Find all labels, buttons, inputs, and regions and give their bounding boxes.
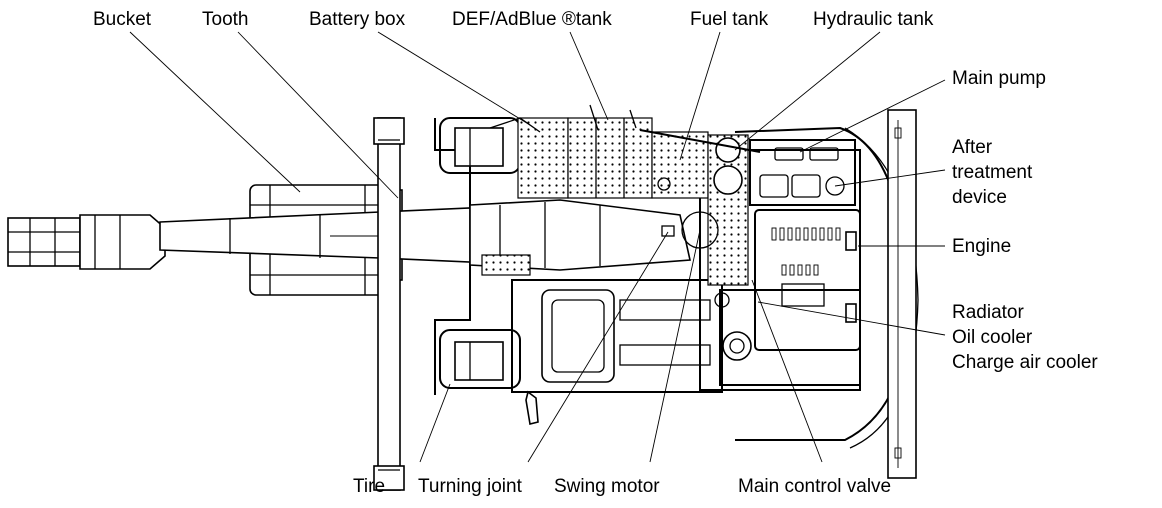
- swing-circle: [481, 211, 719, 276]
- machine-drawing: [7, 104, 919, 491]
- label-main-control-valve: Main control valve: [738, 476, 891, 497]
- label-main-pump: Main pump: [952, 68, 1046, 89]
- engine: [754, 209, 861, 351]
- fuel-tank: [651, 131, 709, 199]
- label-after-treatment-line3: device: [952, 187, 1007, 208]
- label-bucket: Bucket: [93, 9, 152, 30]
- leader-tire: [419, 383, 451, 463]
- tires: [454, 127, 539, 425]
- leader-lines: [129, 31, 946, 463]
- label-hydraulic-tank: Hydraulic tank: [813, 9, 934, 30]
- leader-swing-motor: [649, 229, 701, 463]
- label-after-treatment-line1: After: [952, 137, 993, 158]
- leader-tooth: [237, 31, 399, 199]
- def-tank: [567, 104, 653, 199]
- label-tire: Tire: [353, 476, 385, 497]
- label-swing-motor: Swing motor: [554, 476, 660, 497]
- label-oil-cooler: Oil cooler: [952, 327, 1033, 348]
- leader-main-pump: [799, 79, 946, 153]
- label-tooth: Tooth: [202, 9, 248, 30]
- leader-main-control-valve: [751, 279, 823, 463]
- boom-support: [373, 117, 405, 491]
- leader-turning-joint: [527, 231, 669, 463]
- counterweight: [734, 109, 919, 479]
- label-radiator: Radiator: [952, 302, 1024, 323]
- leader-after-treatment: [834, 169, 946, 187]
- labels: Bucket Tooth Battery box DEF/AdBlue ®tan…: [93, 9, 1098, 497]
- leader-radiator: [757, 301, 946, 336]
- leader-fuel-tank: [679, 31, 721, 161]
- label-after-treatment-line2: treatment: [952, 162, 1033, 183]
- label-turning-joint: Turning joint: [418, 476, 523, 497]
- leader-battery-box: [377, 31, 531, 126]
- teeth: [7, 214, 166, 270]
- label-engine: Engine: [952, 236, 1011, 257]
- cab: [541, 289, 752, 383]
- label-battery-box: Battery box: [309, 9, 406, 30]
- leader-hydraulic-tank: [734, 31, 881, 151]
- label-fuel-tank: Fuel tank: [690, 9, 769, 30]
- label-def-tank: DEF/AdBlue ®tank: [452, 9, 612, 30]
- main-pump: [749, 139, 856, 206]
- boom-arm: [159, 199, 691, 271]
- leader-bucket: [129, 31, 301, 193]
- hydraulic-tank: [639, 129, 761, 286]
- leader-def-tank: [569, 31, 609, 121]
- label-charge-air-cooler: Charge air cooler: [952, 352, 1098, 373]
